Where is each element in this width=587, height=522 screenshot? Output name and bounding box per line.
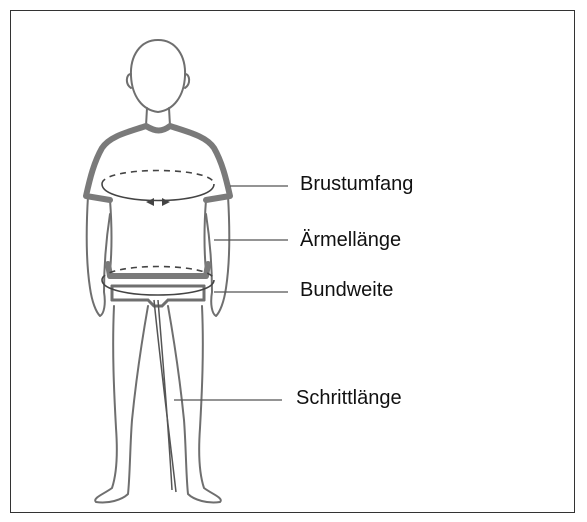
label-waist-width: Bundweite <box>300 280 393 300</box>
label-sleeve-length: Ärmellänge <box>300 230 401 250</box>
label-chest-circumference: Brustumfang <box>300 174 413 194</box>
left-arm-outline <box>87 196 110 316</box>
chest-ellipse-back <box>102 171 214 185</box>
right-arm-outline <box>206 196 229 316</box>
chest-arrow-right <box>162 198 170 206</box>
label-inseam-length: Schrittlänge <box>296 388 402 408</box>
right-leg-outline <box>168 306 221 503</box>
chest-ellipse-front <box>102 184 214 201</box>
head-outline <box>131 40 185 112</box>
left-leg-outline <box>95 306 148 503</box>
shirt-outline <box>86 126 230 200</box>
chest-arrow-left <box>146 198 154 206</box>
